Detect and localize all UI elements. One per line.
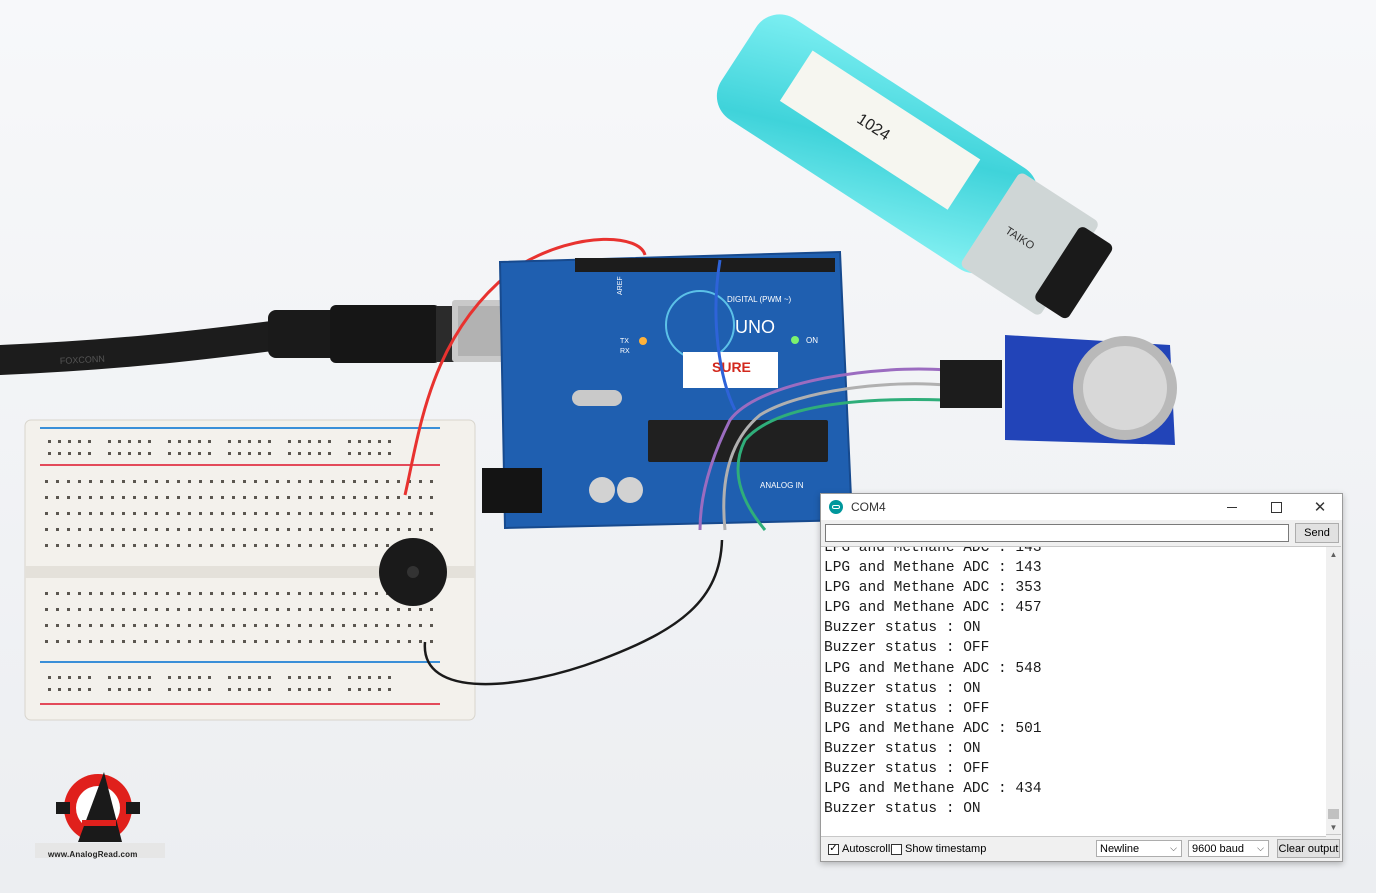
close-button[interactable]: ✕ — [1313, 499, 1327, 516]
serial-output-line: LPG and Methane ADC : 548 — [824, 660, 1042, 677]
clear-output-button[interactable]: Clear output — [1277, 839, 1340, 858]
autoscroll-label: Autoscroll — [842, 843, 891, 855]
maximize-button[interactable] — [1254, 494, 1298, 520]
buzzer — [379, 538, 724, 686]
serial-output-line: Buzzer status : OFF — [824, 761, 990, 778]
arduino-app-icon — [829, 500, 843, 514]
autoscroll-option[interactable]: ✓ Autoscroll — [828, 843, 890, 855]
vertical-scrollbar[interactable]: ▲ ▼ — [1326, 546, 1341, 835]
on-led-text: ON — [806, 336, 818, 345]
aref-text: AREF — [617, 276, 624, 295]
serial-output-line: Buzzer status : ON — [824, 620, 981, 637]
window-controls: ✕ — [1210, 494, 1342, 520]
minimize-button[interactable] — [1210, 494, 1254, 520]
serial-input-field[interactable] — [825, 524, 1289, 542]
scroll-thumb[interactable] — [1328, 809, 1339, 819]
window-title: COM4 — [851, 500, 886, 514]
serial-output-line: Buzzer status : ON — [824, 740, 981, 757]
line-ending-select[interactable]: Newline ⌵ — [1096, 840, 1182, 857]
baud-rate-select[interactable]: 9600 baud ⌵ — [1188, 840, 1269, 857]
analogread-logo — [35, 772, 165, 858]
line-ending-value: Newline — [1100, 842, 1140, 855]
baud-rate-value: 9600 baud — [1192, 842, 1244, 855]
autoscroll-checkbox[interactable]: ✓ — [828, 843, 839, 855]
chevron-down-icon: ⌵ — [1257, 843, 1264, 853]
serial-output-line: LPG and Methane ADC : 457 — [824, 600, 1042, 617]
uno-text: UNO — [735, 317, 775, 337]
analog-in-text: ANALOG IN — [760, 481, 804, 490]
serial-output-line: LPG and Methane ADC : 501 — [824, 720, 1042, 737]
serial-output-line: LPG and Methane ADC : 434 — [824, 781, 1042, 798]
serial-output-line: Buzzer status : ON — [824, 680, 981, 697]
serial-output-line: LPG and Methane ADC : 143 — [824, 560, 1042, 577]
sensor-wires — [698, 259, 946, 531]
arduino-board: SURE UNO ANALOG IN DIGITAL (PWM ~) ON TX… — [482, 250, 854, 530]
timestamp-option[interactable]: Show timestamp — [891, 843, 986, 855]
serial-output-line: Buzzer status : ON — [824, 801, 981, 818]
chevron-down-icon: ⌵ — [1170, 843, 1177, 853]
send-row: Send — [825, 523, 1339, 544]
serial-output-line: Buzzer status : OFF — [824, 640, 990, 657]
title-bar: COM4 ✕ — [821, 494, 1342, 520]
serial-output-line: LPG and Methane ADC : 353 — [824, 580, 1042, 597]
scroll-down-icon[interactable]: ▼ — [1329, 822, 1338, 832]
sure-sticker-text: SURE — [712, 359, 751, 375]
serial-output-line: LPG and Methane ADC : 143 — [824, 546, 1042, 556]
digital-text: DIGITAL (PWM ~) — [727, 295, 792, 304]
gas-sensor — [940, 335, 1177, 445]
breadboard — [24, 419, 476, 721]
cable-brand-text: FOXCONN — [60, 354, 105, 366]
rx-text: RX — [620, 348, 630, 355]
serial-output-line: Buzzer status : OFF — [824, 700, 990, 717]
bottom-toolbar: ✓ Autoscroll Show timestamp Newline ⌵ 96… — [821, 837, 1342, 861]
lighter: 1024 TAIKO — [716, 14, 1113, 319]
timestamp-checkbox[interactable] — [891, 843, 902, 855]
logo-caption: www.AnalogRead.com — [48, 850, 138, 859]
send-button[interactable]: Send — [1295, 523, 1339, 543]
scroll-up-icon[interactable]: ▲ — [1329, 549, 1338, 559]
tx-text: TX — [620, 338, 629, 345]
timestamp-label: Show timestamp — [905, 843, 987, 855]
